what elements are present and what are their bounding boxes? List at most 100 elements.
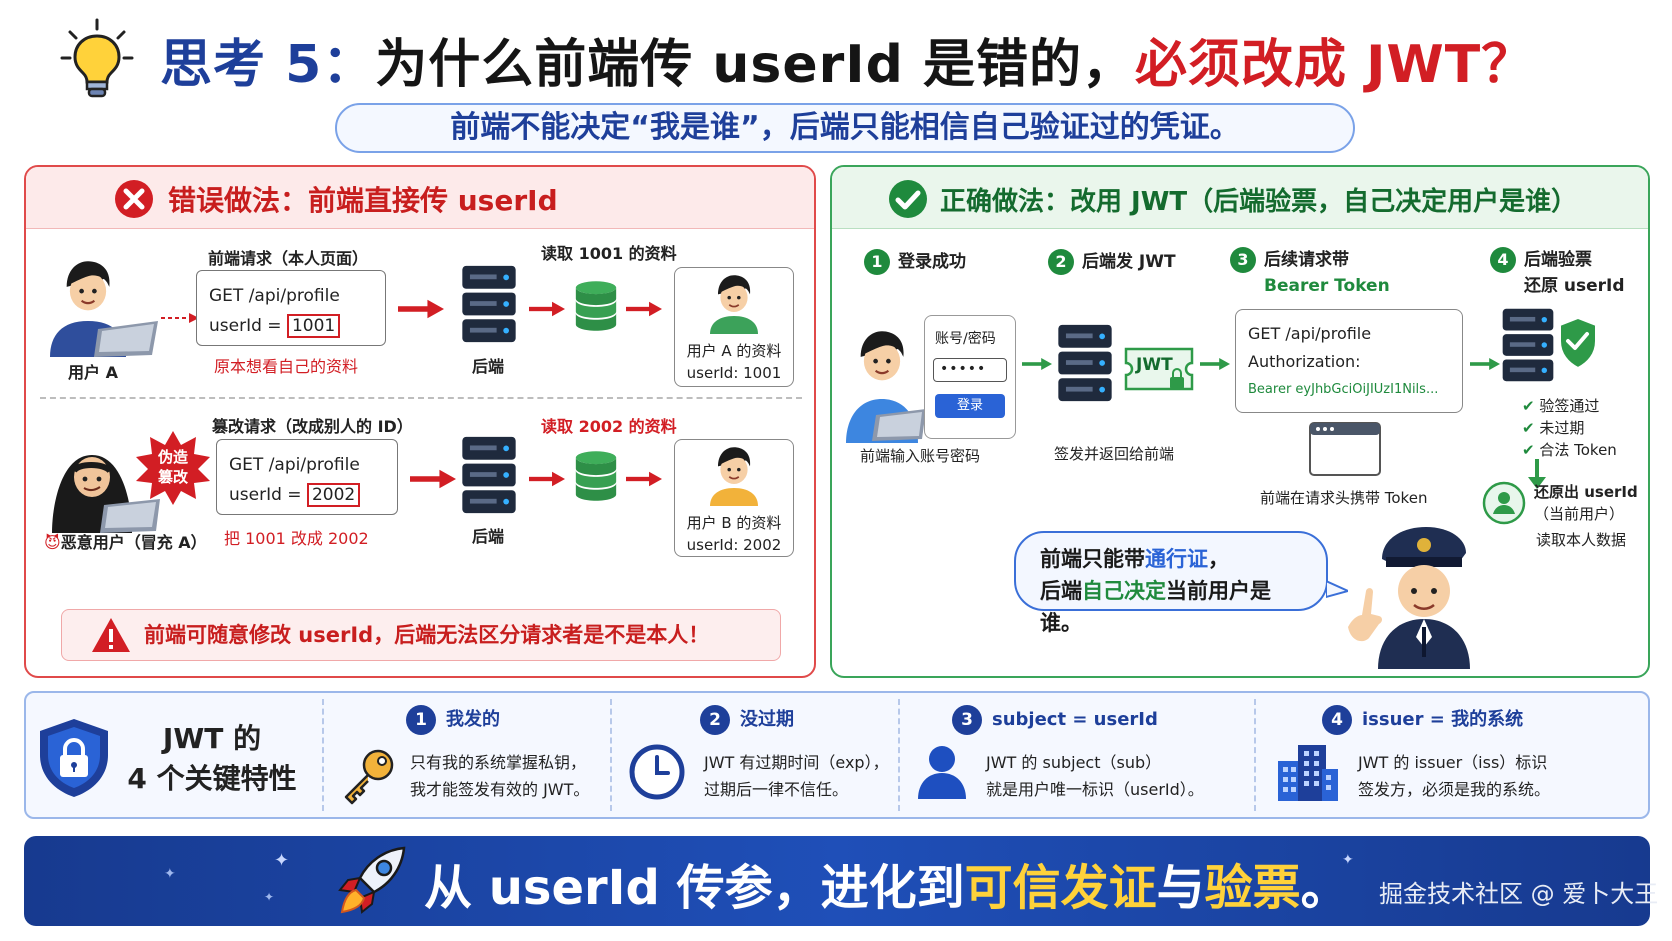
bubble-text-1c: ， [1208,547,1229,571]
step-4-text: 后端验票 [1524,250,1592,270]
browser-window-icon [1308,421,1382,477]
login-button[interactable]: 登录 [935,394,1005,418]
verification-checklist: ✔ 验签通过 ✔ 未过期 ✔ 合法 Token [1522,395,1617,461]
divider [40,397,802,399]
person-icon [916,743,968,799]
step-4: 4 后端验票 还原 userId [1490,247,1625,299]
step-1-text: 登录成功 [898,252,966,272]
check-signature: 验签通过 [1539,397,1600,415]
bubble-text-1a: 前端只能带 [1040,547,1145,571]
server-icon [1056,323,1114,407]
arrow-right [626,299,662,323]
user-a-label: 用户 A [68,363,118,382]
step-4-subtext: 还原 userId [1524,276,1625,296]
speech-bubble: 前端只能带通行证， 后端自己决定当前用户是谁。 [1014,531,1328,635]
req-title-1: 前端请求（本人页面） [208,249,369,268]
feature-1-line-2: 我才能签发有效的 JWT。 [410,780,590,799]
feature-3-title-text: subject = userId [992,709,1158,730]
stamp-line-1: 伪造 [157,448,188,466]
step-2-text: 后端发 JWT [1082,252,1176,272]
arrow-right [529,299,565,323]
correct-approach-header: 正确做法：改用 JWT（后端验票，自己决定用户是谁） [832,167,1648,229]
step-3-text: 后续请求带 [1264,250,1349,270]
bubble-text-2b: 自己决定 [1082,579,1166,603]
login-caption: 前端输入账号密码 [860,447,981,465]
sparkle-icon: ✦ [274,850,290,871]
police-icon [1342,519,1482,669]
user-a-avatar [46,257,164,357]
feature-2-line-2: 过期后一律不信任。 [704,780,849,799]
read-label-1: 读取 1001 的资料 [541,244,677,263]
feature-4-number: 4 [1322,705,1352,735]
req-title-2: 篡改请求（改成别人的 ID） [212,417,413,436]
feature-1-line-1: 只有我的系统掌握私钥， [410,753,587,772]
warning-text: 前端可随意修改 userId，后端无法区分请求者是不是本人！ [144,623,710,647]
bubble-text-2c: 当前用户是谁。 [1040,579,1271,635]
step-4-number: 4 [1490,247,1516,273]
feature-4-line-1: JWT 的 issuer（iss）标识 [1358,753,1548,772]
feature-3-title: 3 subject = userId [952,705,1158,735]
login-field-label: 账号/密码 [935,331,996,347]
login-user-avatar [842,327,942,443]
profile-a-id: userId: 1001 [686,364,782,382]
server-icon [460,435,518,519]
feature-divider [1254,699,1256,811]
building-icon [1274,741,1340,803]
request-line-2: GET /api/profile [229,455,360,475]
login-form: 账号/密码 ••••• 登录 [924,315,1016,439]
title-part-1: 思考 5： [160,35,376,95]
lock-icon [36,717,112,799]
feature-divider [322,699,324,811]
features-title: JWT 的 4 个关键特性 [122,719,302,799]
subtitle: 前端不能决定“我是谁”，后端只能相信自己验证过的凭证。 [335,103,1355,153]
feature-1-number: 1 [406,705,436,735]
arrow-right [626,469,662,493]
watermark: 掘金技术社区 @ 爱卜大王 [1379,880,1659,908]
warning-icon [90,616,132,654]
browser-caption: 前端在请求头携带 Token [1260,489,1428,507]
warning-banner: 前端可随意修改 userId，后端无法区分请求者是不是本人！ [61,609,781,661]
banner-text-3: 与 [1156,860,1205,916]
feature-3-line-2: 就是用户唯一标识（userId）。 [986,780,1204,799]
hacker-icon [44,425,164,535]
title-part-3: 必须改成 JWT？ [1134,35,1535,95]
feature-4-title-text: issuer = 我的系统 [1362,709,1524,730]
database-icon [574,280,618,336]
title-part-2: 为什么前端传 userId 是错的， [375,35,1135,95]
read-label-2: 读取 2002 的资料 [541,417,677,436]
lightbulb-icon [58,18,136,102]
sparkle-icon: ✦ [1342,852,1354,868]
req-note-1: 原本想看自己的资料 [214,357,359,376]
feature-3-number: 3 [952,705,982,735]
jwt-request-line-1: GET /api/profile [1248,324,1372,343]
restore-line-2: （当前用户） [1534,505,1625,523]
dashed-arrow [161,309,199,323]
jwt-request-box: GET /api/profile Authorization: Bearer e… [1235,309,1463,413]
check-icon: ✔ [1522,441,1535,459]
user-icon [710,446,758,506]
request-param-label: userId = [229,485,307,505]
features-title-line-2: 4 个关键特性 [127,762,297,795]
user-icon [710,274,758,334]
step-1-number: 1 [864,249,890,275]
check-not-expired: 未过期 [1539,419,1585,437]
verify-server-icon [1500,307,1597,391]
check-valid-token: 合法 Token [1539,441,1617,459]
banner-text-2: 可信发证 [964,860,1157,916]
banner-text-4: 验票 [1204,860,1301,916]
sparkle-icon: ✦ [164,866,176,882]
banner-text-5: 。 [1300,860,1349,916]
feature-2-desc: JWT 有过期时间（exp）， 过期后一律不信任。 [704,749,889,803]
restore-text: 还原出 userId （当前用户） [1534,481,1638,525]
profile-a-name: 用户 A 的资料 [686,342,782,360]
malicious-user-text: 恶意用户（冒充 A） [60,533,207,552]
feature-4-line-2: 签发方，必须是我的系统。 [1358,780,1551,799]
bubble-tail [1325,579,1351,599]
password-field[interactable]: ••••• [933,358,1007,382]
check-icon: ✔ [1522,419,1535,437]
bubble-text-2a: 后端 [1040,579,1082,603]
database-icon [574,450,618,506]
